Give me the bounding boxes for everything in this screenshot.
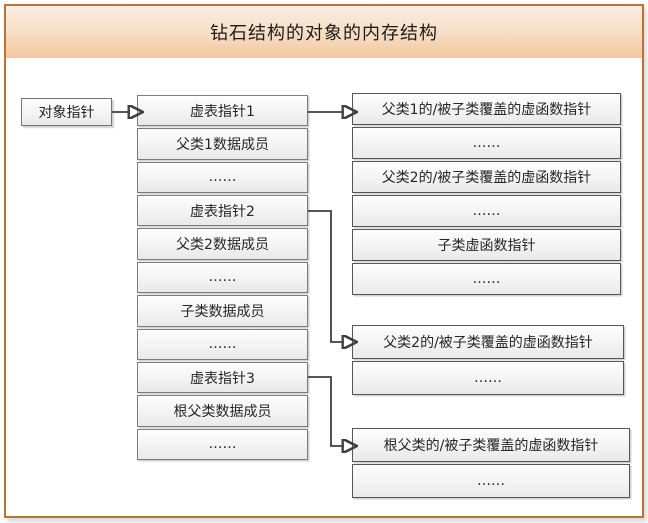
memory-cell-ellipsis: …… [137, 428, 308, 460]
vtable3-cell-rootparent-vfunc: 根父类的/被子类覆盖的虚函数指针 [352, 428, 630, 462]
vtable3-column: 根父类的/被子类覆盖的虚函数指针 …… [352, 428, 630, 498]
memory-cell-vtable-ptr-3: 虚表指针3 [137, 361, 308, 394]
memory-cell-child-data: 子类数据成员 [137, 295, 308, 327]
memory-cell-vtable-ptr-2: 虚表指针2 [137, 195, 308, 227]
vtable1-cell-parent2-vfunc: 父类2的/被子类覆盖的虚函数指针 [352, 161, 621, 193]
diagram-title: 钻石结构的对象的内存结构 [210, 23, 438, 44]
memory-cell-parent2-data: 父类2数据成员 [137, 228, 308, 260]
memory-cell-ellipsis: …… [137, 328, 308, 360]
memory-cell-ellipsis: …… [137, 161, 308, 194]
vtable1-column: 父类1的/被子类覆盖的虚函数指针 …… 父类2的/被子类覆盖的虚函数指针 …… … [352, 93, 621, 295]
vtable1-cell-ellipsis: …… [352, 263, 621, 295]
vtable2-cell-ellipsis: …… [352, 361, 624, 395]
object-pointer-box: 对象指针 [21, 98, 112, 126]
title-bar: 钻石结构的对象的内存结构 [6, 6, 642, 58]
memory-cell-ellipsis: …… [137, 261, 308, 294]
memory-cell-vtable-ptr-1: 虚表指针1 [137, 95, 308, 127]
vtable1-cell-parent1-vfunc: 父类1的/被子类覆盖的虚函数指针 [352, 93, 621, 125]
memory-cell-parent1-data: 父类1数据成员 [137, 128, 308, 160]
memory-cell-rootparent-data: 根父类数据成员 [137, 395, 308, 427]
vtable3-cell-ellipsis: …… [352, 464, 630, 498]
vtable1-cell-ellipsis: …… [352, 195, 621, 227]
vtable1-cell-child-vfunc: 子类虚函数指针 [352, 229, 621, 261]
vtable2-column: 父类2的/被子类覆盖的虚函数指针 …… [352, 325, 624, 395]
vtable2-cell-parent2-vfunc: 父类2的/被子类覆盖的虚函数指针 [352, 325, 624, 359]
memory-layout-column: 虚表指针1 父类1数据成员 …… 虚表指针2 父类2数据成员 …… 子类数据成员… [137, 95, 308, 460]
vtable1-cell-ellipsis: …… [352, 127, 621, 159]
object-pointer-label: 对象指针 [38, 105, 95, 121]
